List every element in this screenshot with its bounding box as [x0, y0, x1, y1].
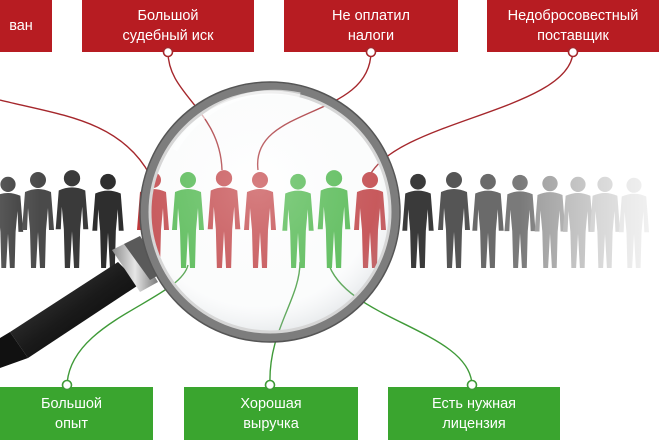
benefit-label-revenue: Хорошая выручка [184, 387, 358, 440]
magnifying-glass-icon [0, 81, 401, 368]
risk-label-unpaid-taxes: Не оплатил налоги [284, 0, 458, 52]
person-silhouette-icon [472, 173, 504, 268]
person-silhouette-icon [438, 172, 470, 268]
risk-label-lawsuit: Большой судебный иск [82, 0, 254, 52]
benefit-label-license: Есть нужная лицензия [388, 387, 560, 440]
person-silhouette-icon [55, 170, 89, 268]
risk-connector-dots [162, 46, 579, 58]
person-silhouette-icon [92, 173, 124, 268]
benefit-connector-dots [61, 379, 478, 391]
person-silhouette-icon [402, 173, 434, 268]
risk-label-unreliable-supplier: Недобросовестный поставщик [487, 0, 659, 52]
risk-label-partial: ван [0, 0, 52, 52]
benefit-label-experience: Большой опыт [0, 387, 153, 440]
